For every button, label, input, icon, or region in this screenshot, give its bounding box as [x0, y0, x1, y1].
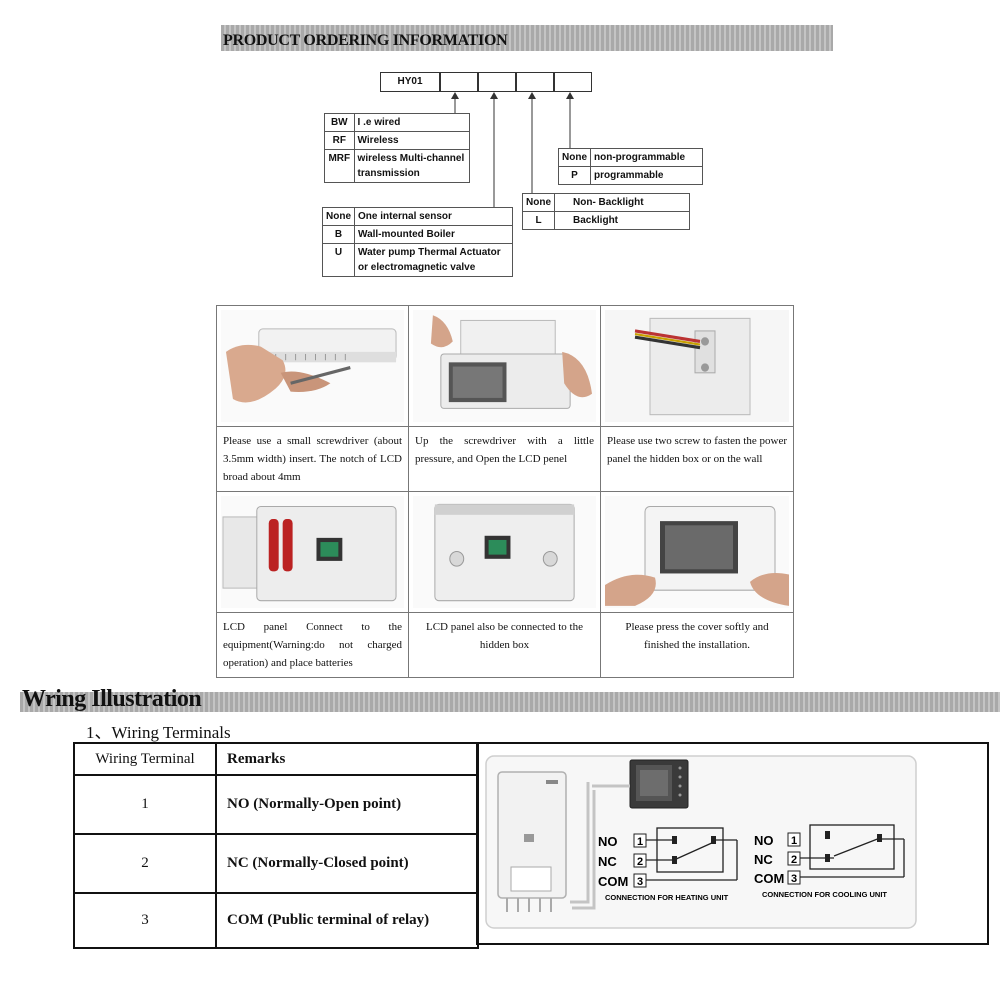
type-option-row: RF Wireless: [324, 131, 471, 150]
backlight-option-code: L: [522, 211, 555, 230]
cooling-no-label: NO: [754, 833, 774, 848]
backlight-option-desc: Backlight: [554, 211, 690, 230]
thermostat-device: [629, 759, 689, 809]
wiring-terminals-table: Wiring Terminal Remarks 1 NO (Normally-O…: [73, 742, 479, 949]
program-option-row: None non-programmable: [558, 148, 703, 167]
type-options-table: BW I .e wired RF Wireless MRF wireless M…: [324, 113, 471, 183]
wiring-header-bar: [20, 692, 1000, 712]
wiring-diagram: NO NC COM 1 2 3 CONNECTION FOR HEATING U…: [485, 755, 917, 929]
step-4-caption: LCD panel Connect to the equipment(Warni…: [216, 612, 409, 678]
heating-connection: NO NC COM 1 2 3 CONNECTION FOR HEATING U…: [598, 833, 729, 902]
ordering-title: PRODUCT ORDERING INFORMATION: [223, 32, 508, 49]
cooling-connection: NO NC COM 1 2 3 CONNECTION FOR COOLING U…: [754, 832, 887, 899]
heating-com-label: COM: [598, 874, 628, 889]
table-row: 2 NC (Normally-Closed point): [73, 833, 479, 894]
table-row: 3 COM (Public terminal of relay): [73, 892, 479, 949]
step-5-photo: [408, 491, 601, 613]
code-slot-4: [554, 72, 592, 92]
step-6-caption: Please press the cover softly and finish…: [600, 612, 794, 678]
sensor-option-desc: One internal sensor: [354, 207, 513, 226]
sensor-option-row: U Water pump Thermal Actuator or electro…: [322, 243, 513, 277]
type-option-code: RF: [324, 131, 355, 150]
backlight-option-code: None: [522, 193, 555, 212]
header-wiring-terminal: Wiring Terminal: [73, 742, 217, 776]
heating-no-label: NO: [598, 834, 618, 849]
sensor-option-code: None: [322, 207, 355, 226]
cooling-terminal-1: 1: [791, 835, 797, 847]
program-option-desc: programmable: [590, 166, 703, 185]
installation-steps-grid: Please use a small screwdriver (about 3.…: [216, 305, 794, 678]
heating-nc-label: NC: [598, 854, 617, 869]
program-option-desc: non-programmable: [590, 148, 703, 167]
code-prefix: HY01: [397, 76, 423, 87]
wiring-subtitle: 1、Wiring Terminals: [86, 723, 231, 742]
terminal-remark: NO (Normally-Open point): [215, 774, 479, 835]
sensor-option-row: B Wall-mounted Boiler: [322, 225, 513, 244]
cooling-com-label: COM: [754, 871, 784, 886]
heating-terminal-3: 3: [637, 876, 643, 888]
type-option-desc: Wireless: [353, 131, 471, 150]
heating-caption: CONNECTION FOR HEATING UNIT: [605, 893, 729, 902]
terminal-number: 3: [73, 892, 217, 949]
terminal-remark: NC (Normally-Closed point): [215, 833, 479, 894]
code-slot-3: [516, 72, 554, 92]
heating-terminal-1: 1: [637, 836, 643, 848]
wiring-diagram-frame: [476, 742, 989, 945]
step-4-photo: [216, 491, 409, 613]
sensor-option-code: U: [322, 243, 355, 277]
backlight-options-table: None Non- Backlight L Backlight: [522, 193, 690, 230]
sensor-options-table: None One internal sensor B Wall-mounted …: [322, 207, 513, 277]
program-option-row: P programmable: [558, 166, 703, 185]
code-prefix-box: HY01: [380, 72, 440, 92]
program-option-code: P: [558, 166, 591, 185]
header-remarks: Remarks: [215, 742, 479, 776]
type-option-code: MRF: [324, 149, 355, 183]
cooling-nc-label: NC: [754, 852, 773, 867]
sensor-option-row: None One internal sensor: [322, 207, 513, 226]
step-3-photo: [600, 305, 794, 427]
cooling-terminal-3: 3: [791, 873, 797, 885]
step-1-caption: Please use a small screwdriver (about 3.…: [216, 426, 409, 492]
sensor-option-desc: Wall-mounted Boiler: [354, 225, 513, 244]
cooling-caption: CONNECTION FOR COOLING UNIT: [762, 890, 887, 899]
backlight-option-row: None Non- Backlight: [522, 193, 690, 212]
step-6-photo: [600, 491, 794, 613]
code-slot-1: [440, 72, 478, 92]
code-slot-2: [478, 72, 516, 92]
backlight-option-desc: Non- Backlight: [554, 193, 690, 212]
program-option-code: None: [558, 148, 591, 167]
heating-terminal-2: 2: [637, 856, 643, 868]
sensor-option-code: B: [322, 225, 355, 244]
type-option-desc: wireless Multi-channel transmission: [353, 149, 471, 183]
backlight-option-row: L Backlight: [522, 211, 690, 230]
terminal-number: 2: [73, 833, 217, 894]
cooling-terminal-2: 2: [791, 854, 797, 866]
boiler-unit: [497, 771, 567, 912]
terminal-remark: COM (Public terminal of relay): [215, 892, 479, 949]
type-option-code: BW: [324, 113, 355, 132]
table-header-row: Wiring Terminal Remarks: [73, 742, 479, 776]
table-row: 1 NO (Normally-Open point): [73, 774, 479, 835]
type-option-row: MRF wireless Multi-channel transmission: [324, 149, 471, 183]
type-option-row: BW I .e wired: [324, 113, 471, 132]
step-2-caption: Up the screwdriver with a little pressur…: [408, 426, 601, 492]
step-3-caption: Please use two screw to fasten the power…: [600, 426, 794, 492]
sensor-option-desc: Water pump Thermal Actuator or electroma…: [354, 243, 513, 277]
step-2-photo: [408, 305, 601, 427]
step-1-photo: [216, 305, 409, 427]
program-options-table: None non-programmable P programmable: [558, 148, 703, 185]
step-5-caption: LCD panel also be connected to the hidde…: [408, 612, 601, 678]
type-option-desc: I .e wired: [353, 113, 471, 132]
terminal-number: 1: [73, 774, 217, 835]
wiring-title: Wring Illustration: [22, 686, 202, 712]
ordering-header-bar: [221, 25, 833, 51]
